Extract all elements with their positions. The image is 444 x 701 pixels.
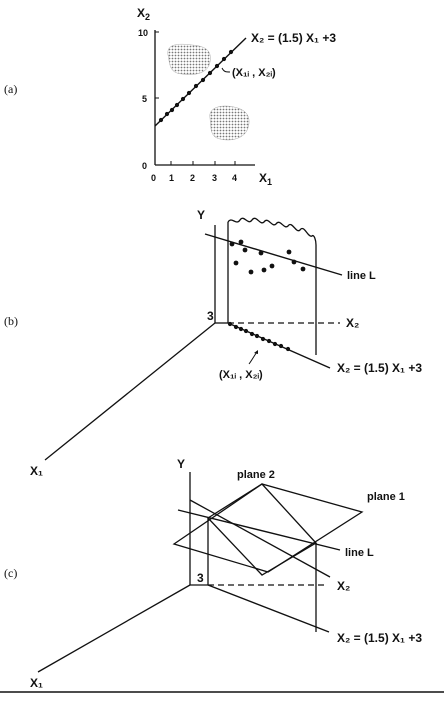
panel-a-label: (a)	[4, 82, 17, 96]
data-point	[285, 346, 291, 352]
data-point	[242, 247, 248, 253]
data-point	[254, 333, 260, 339]
panel-c-line-label: line L	[345, 547, 374, 559]
panel-a-x-axis-label: X1	[259, 171, 272, 187]
data-point	[214, 63, 220, 69]
data-point	[238, 326, 244, 332]
panel-b-line-label: line L	[347, 270, 376, 282]
data-point	[269, 263, 275, 269]
data-point	[249, 331, 255, 337]
plane-wavy-top	[227, 217, 317, 246]
data-point	[221, 56, 227, 62]
panel-b-x2-label: X₂	[346, 316, 359, 330]
panel-c-y-label: Y	[177, 457, 185, 471]
shaded-region-upper	[167, 43, 211, 75]
panel-b-y-label: Y	[197, 208, 205, 222]
plane-edge-cross	[189, 499, 331, 578]
shaded-region-lower	[209, 105, 250, 141]
panel-b-line-l	[204, 233, 343, 276]
data-point	[174, 102, 180, 108]
data-point	[248, 269, 254, 275]
panel-b-label: (b)	[4, 314, 18, 328]
panel-a-equation: X₂ = (1.5) X₁ +3	[251, 31, 336, 45]
panel-a-pointer	[221, 67, 231, 73]
panel-b-base-points	[227, 321, 291, 352]
data-point	[300, 266, 306, 272]
panel-b: (b) Y X₁ 3 X₂ line L	[4, 208, 422, 478]
plane-1-label: plane 1	[367, 491, 405, 503]
data-point	[258, 250, 264, 256]
panel-c-equation: X₂ = (1.5) X₁ +3	[337, 631, 422, 645]
data-point	[291, 259, 297, 265]
y-tick-label: 0	[142, 161, 147, 171]
data-point	[228, 49, 234, 55]
data-point	[207, 70, 213, 76]
panel-a-y-axis-label: X2	[137, 6, 150, 22]
panel-c-x2-label: X₂	[337, 579, 350, 593]
data-point	[164, 111, 170, 117]
panel-c-x1-axis	[37, 584, 191, 673]
panel-b-equation: X₂ = (1.5) X₁ +3	[337, 361, 422, 375]
panel-c-origin-value: 3	[197, 571, 204, 585]
panel-b-scatter	[229, 239, 306, 275]
plane-2-label: plane 2	[237, 469, 275, 481]
data-point	[233, 260, 239, 266]
data-point	[193, 83, 199, 89]
x-tick-label: 0	[151, 173, 156, 183]
data-point	[266, 338, 272, 344]
data-point	[261, 267, 267, 273]
data-point	[286, 249, 292, 255]
data-point	[169, 107, 175, 113]
data-point	[229, 241, 235, 247]
plane-2	[206, 483, 318, 576]
panel-c: (c) Y X₁ 3 X₂ line L plane 2 plane 1 X₂ …	[4, 457, 422, 690]
data-point	[233, 324, 239, 330]
panel-c-x1-label: X₁	[30, 676, 43, 690]
panel-a: (a) 10 5 0 0 1 2 3 4 X2 X1	[4, 6, 336, 187]
x-tick-label: 4	[232, 173, 237, 183]
panel-b-x1-label: X₁	[30, 464, 43, 478]
panel-c-label: (c)	[4, 566, 17, 580]
x-tick-label: 2	[190, 173, 195, 183]
y-tick-label: 10	[138, 28, 148, 38]
data-point	[243, 328, 249, 334]
panel-c-line-l	[177, 509, 341, 551]
data-point	[180, 96, 186, 102]
data-point	[200, 77, 206, 83]
data-point	[278, 343, 284, 349]
data-point	[227, 321, 233, 327]
panel-a-point-label: (X₁ᵢ , X₂ᵢ)	[232, 67, 276, 79]
data-point	[158, 117, 164, 123]
panel-a-points	[158, 49, 234, 123]
panel-c-base-line	[207, 584, 330, 633]
panel-b-origin-value: 3	[207, 309, 214, 323]
data-point	[272, 341, 278, 347]
panel-b-pointer	[248, 351, 258, 365]
plane-1	[172, 483, 364, 573]
x-tick-label: 3	[212, 173, 217, 183]
x-tick-label: 1	[169, 173, 174, 183]
data-point	[260, 336, 266, 342]
panel-b-point-label: (X₁ᵢ , X₂ᵢ)	[219, 369, 263, 381]
data-point	[186, 90, 192, 96]
panel-b-x1-axis	[44, 322, 216, 461]
y-tick-label: 5	[142, 94, 147, 104]
data-point	[238, 239, 244, 245]
